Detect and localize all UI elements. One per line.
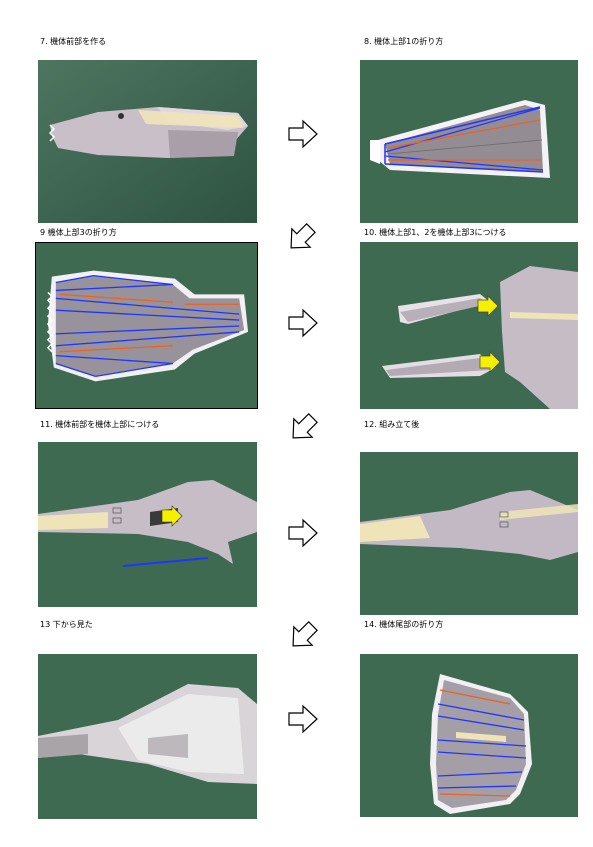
step-9-photo xyxy=(35,242,258,409)
step-11-photo xyxy=(38,442,257,607)
step-7-caption: 7. 機体前部を作る xyxy=(40,37,107,46)
right-arrow-icon xyxy=(287,307,319,339)
step-11-caption: 11. 機体前部を機体上部につける xyxy=(40,420,160,429)
down-left-arrow-icon xyxy=(285,222,317,254)
step-14-photo xyxy=(360,654,578,817)
down-left-arrow-icon xyxy=(287,620,319,652)
step-14-caption: 14. 機体尾部の折り方 xyxy=(364,620,444,629)
step-9-caption: 9 機体上部3の折り方 xyxy=(40,228,117,237)
step-13-photo xyxy=(38,654,257,819)
step-12-caption: 12. 組み立て後 xyxy=(364,420,420,429)
step-8-caption: 8. 機体上部1の折り方 xyxy=(364,37,444,46)
step-8-photo xyxy=(360,60,578,223)
right-arrow-icon xyxy=(287,517,319,549)
right-arrow-icon xyxy=(287,703,319,735)
down-left-arrow-icon xyxy=(287,412,319,444)
step-10-caption: 10. 機体上部1、2を機体上部3につける xyxy=(364,228,507,237)
step-7-photo xyxy=(38,60,257,223)
right-arrow-icon xyxy=(287,118,319,150)
step-13-caption: 13 下から見た xyxy=(40,620,93,629)
step-10-photo xyxy=(360,242,578,409)
step-12-photo xyxy=(360,452,578,615)
